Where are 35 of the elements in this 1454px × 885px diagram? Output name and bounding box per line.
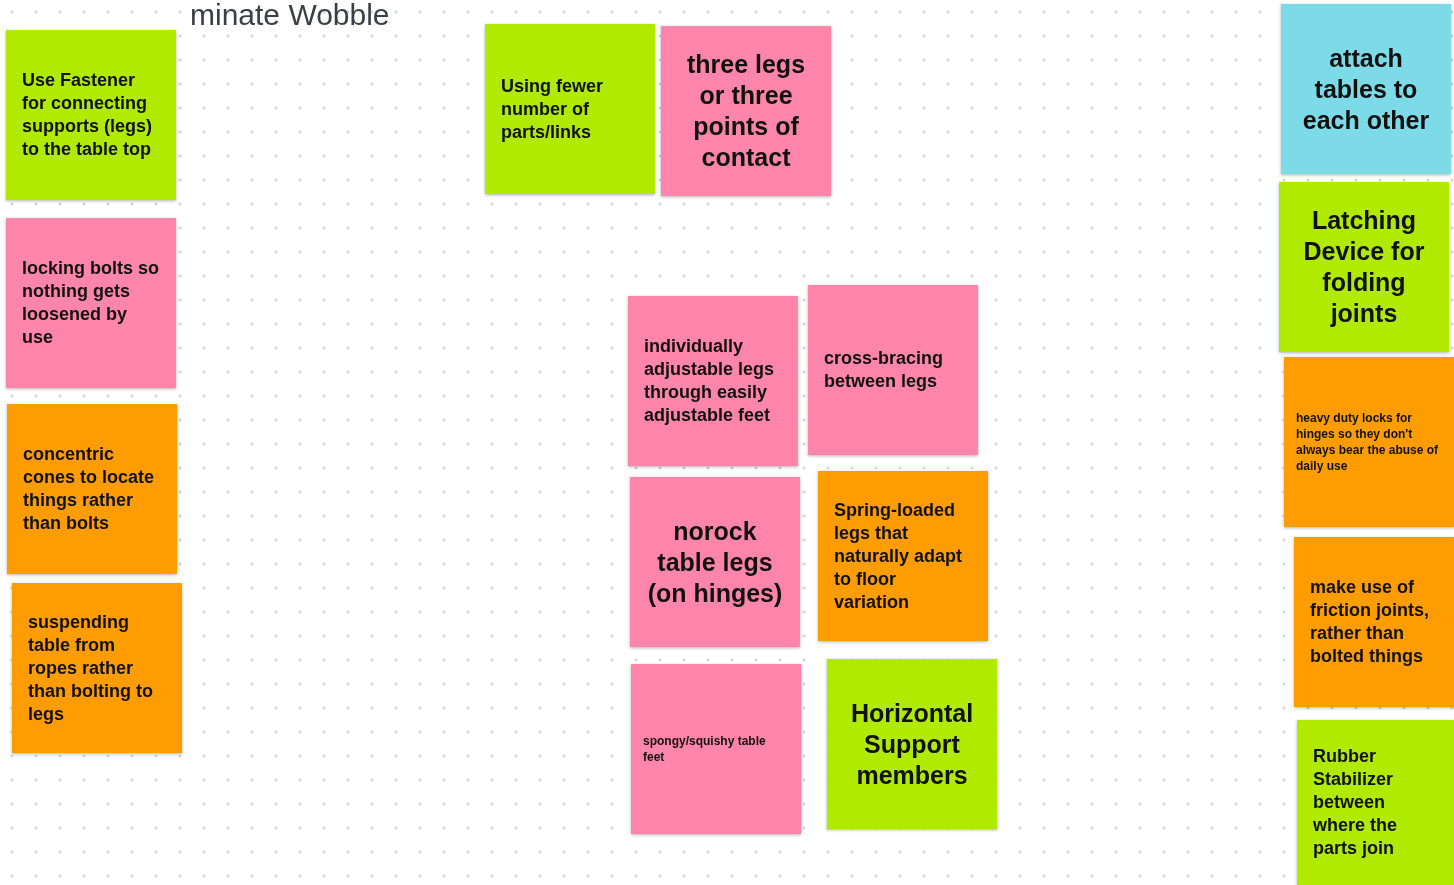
sticky-note	[7, 404, 177, 574]
note-text: Using fewer number of parts/links	[500, 74, 605, 144]
note-text: Latching Device for folding joints	[1302, 205, 1426, 329]
note-text: suspending table from ropes rather than bolting to legs	[27, 610, 154, 726]
sticky-note	[628, 296, 798, 466]
note-text: norock table legs (on hinges)	[646, 515, 784, 609]
sticky-note	[6, 218, 176, 388]
note-text: make use of friction joints, rather than bolted things	[1309, 576, 1430, 668]
sticky-note	[827, 659, 997, 829]
sticky-note	[818, 471, 988, 641]
board-title: minate Wobble	[190, 0, 390, 32]
note-text: Use Fastener for connecting supports (legs) to the table top	[21, 69, 153, 161]
sticky-note	[485, 24, 655, 194]
sticky-note	[12, 583, 182, 753]
note-text: locking bolts so nothing gets loosened by use	[21, 257, 160, 349]
note-text: cross-bracing between legs	[823, 347, 945, 393]
note-text: attach tables to each other	[1301, 42, 1431, 136]
note-text: three legs or three points of contact	[685, 49, 807, 173]
sticky-note	[630, 477, 800, 647]
note-text: Horizontal Support members	[849, 697, 975, 791]
note-text: individually adjustable legs through easily adjustable feet	[643, 335, 776, 427]
sticky-note	[1284, 357, 1454, 527]
note-text: concentric cones to locate things rather than bolts	[22, 443, 156, 535]
sticky-note	[1281, 4, 1451, 174]
note-text: spongy/squishy table feet	[642, 733, 767, 765]
sticky-note	[6, 30, 176, 200]
note-text: heavy duty locks for hinges so they don't always bear the abuse of daily use	[1295, 410, 1440, 474]
sticky-note	[1297, 720, 1454, 885]
sticky-note	[631, 664, 801, 834]
sticky-note	[808, 285, 978, 455]
sticky-note	[661, 26, 831, 196]
note-text: Spring-loaded legs that naturally adapt to floor variation	[833, 498, 964, 614]
note-text: Rubber Stabilizer between where the parts join	[1312, 745, 1399, 860]
sticky-note	[1279, 182, 1449, 352]
sticky-note	[1294, 537, 1454, 707]
